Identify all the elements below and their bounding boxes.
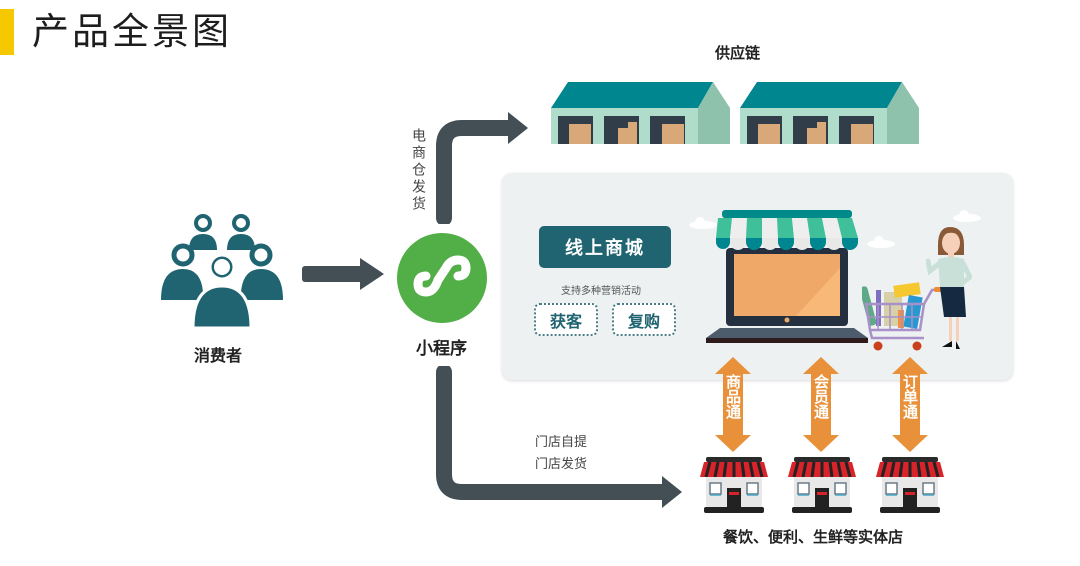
- cloud-icon: [867, 236, 895, 248]
- connector-label: 订单通: [901, 374, 919, 419]
- page-title: 产品全景图: [32, 10, 232, 53]
- store-flow-label: 门店自提 门店发货: [535, 432, 587, 476]
- miniprogram-label: 小程序: [416, 339, 467, 359]
- physical-stores-group: [700, 457, 945, 515]
- physical-stores-label: 餐饮、便利、生鲜等实体店: [723, 528, 904, 546]
- double-arrow-icon: [715, 357, 751, 452]
- connector-order-sync: 订单通: [890, 356, 930, 453]
- warehouse-icon: [740, 82, 919, 144]
- arrow-right-icon: [302, 258, 384, 290]
- store-delivery-label: 门店发货: [535, 457, 588, 472]
- connector-product-sync: 商品通: [713, 356, 753, 453]
- title-accent-bar: [0, 9, 14, 55]
- consumers-icon: [161, 214, 283, 330]
- warehouse-group: [551, 82, 919, 144]
- shopper-woman-icon: [926, 227, 972, 349]
- flow-arrow-to-stores: [436, 366, 682, 508]
- warehouse-icon: [551, 82, 730, 144]
- connector-label: 会员通: [812, 374, 830, 419]
- store-pickup-label: 门店自提: [535, 435, 588, 450]
- connector-label: 商品通: [724, 374, 742, 419]
- shopping-cart-icon: [862, 282, 948, 351]
- consumer-label: 消费者: [194, 346, 243, 365]
- cloud-icon: [689, 217, 717, 229]
- store-icon: [700, 457, 770, 515]
- laptop-storefront-icon: [706, 210, 868, 343]
- tag-repurchase[interactable]: 复购: [612, 303, 676, 336]
- cloud-icon: [953, 210, 981, 222]
- double-arrow-icon: [803, 357, 839, 452]
- marketing-subtitle: 支持多种营销活动: [561, 286, 641, 297]
- store-icon: [786, 457, 858, 515]
- store-icon: [874, 457, 945, 515]
- connector-member-sync: 会员通: [801, 356, 841, 453]
- ecommerce-warehouse-label: 电商仓发货: [410, 128, 426, 213]
- miniprogram-icon[interactable]: [396, 232, 488, 324]
- online-mall-button[interactable]: 线上商城: [539, 226, 671, 268]
- double-arrow-icon: [892, 357, 928, 452]
- supply-chain-label: 供应链: [715, 44, 761, 62]
- flow-arrow-to-supply: [436, 112, 528, 224]
- tag-acquire-customers[interactable]: 获客: [534, 303, 598, 336]
